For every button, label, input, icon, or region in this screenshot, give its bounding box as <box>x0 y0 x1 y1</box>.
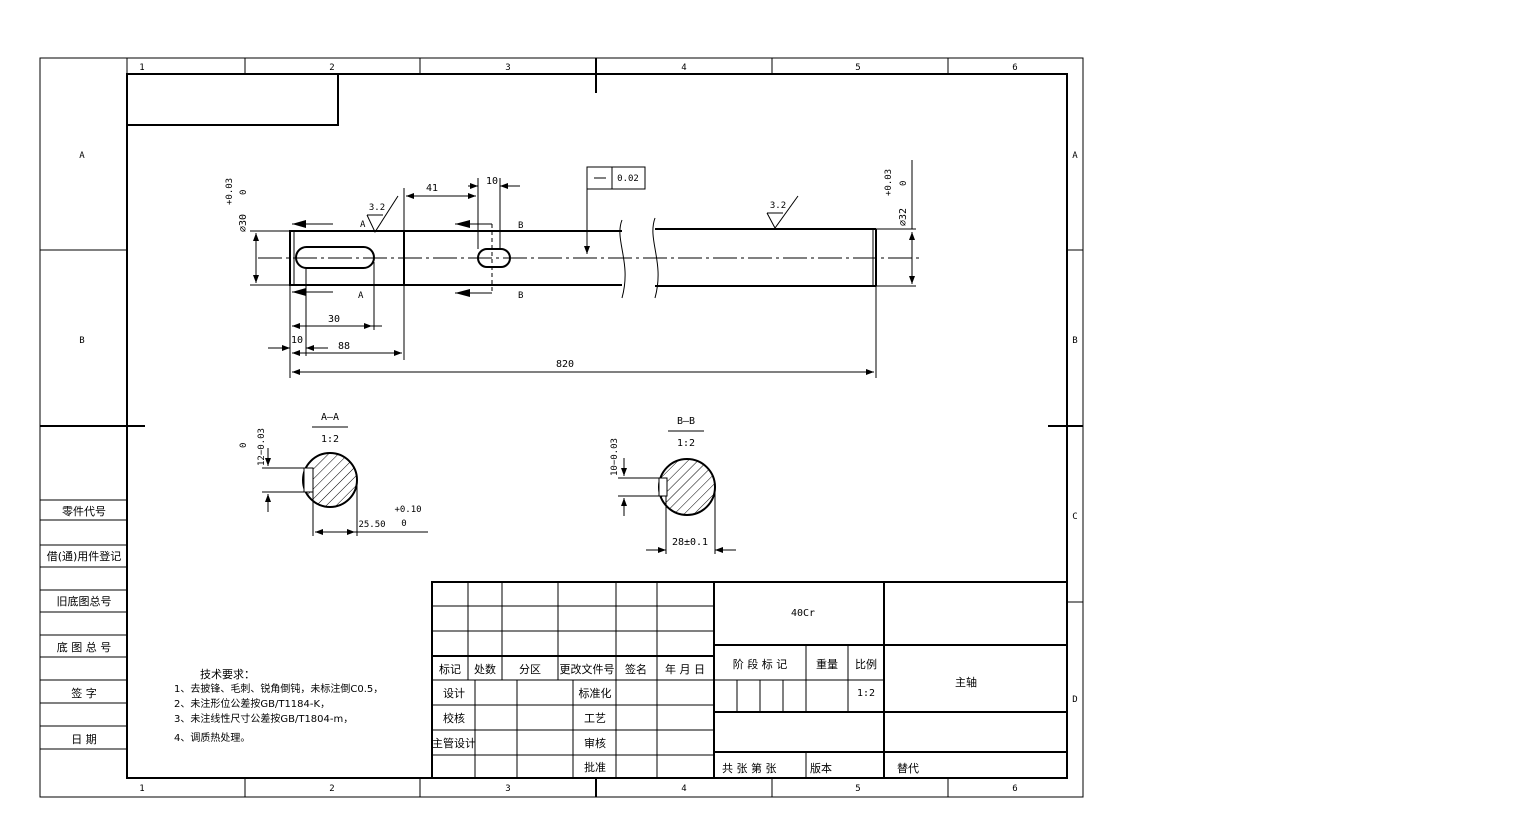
section-bb-scale: 1:2 <box>677 438 695 449</box>
tb-mark: 标记 <box>439 662 461 676</box>
tb-count: 处数 <box>474 663 496 676</box>
section-b-b: B—B 1:2 10−0.03 28±0.1 <box>610 416 736 554</box>
tech-item-4: 4、调质热处理。 <box>174 731 250 744</box>
dim-dia32-label: ∅32 <box>898 208 909 226</box>
tb-chief: 主管设计 <box>432 736 476 750</box>
flatness-value: 0.02 <box>617 174 639 184</box>
dim-dia32-tol-lower: 0 <box>899 181 909 186</box>
title-block: 标记 处数 分区 更改文件号 签名 年 月 日 设计 标准化 校核 工艺 主管设… <box>431 581 1068 779</box>
tb-scale: 1:2 <box>857 688 875 699</box>
strip-signature: 签 字 <box>71 686 97 700</box>
cut-b-top: B <box>518 221 523 231</box>
section-aa-width-upper: 0 <box>239 443 249 448</box>
tb-part-name: 主轴 <box>955 675 977 689</box>
tb-date: 年 月 日 <box>665 662 705 676</box>
section-aa-depth-lower: 0 <box>401 519 406 529</box>
col-label: 3 <box>505 63 510 73</box>
dim-30: 30 <box>328 314 340 325</box>
tech-item-1: 1、去披锋、毛刺、锐角倒钝，未标注倒C0.5， <box>174 682 383 695</box>
roughness-1: 3.2 <box>369 203 385 213</box>
tb-design: 设计 <box>443 687 465 700</box>
dim-820: 820 <box>556 359 574 370</box>
tb-review: 审核 <box>584 736 606 750</box>
tb-weight: 重量 <box>816 657 838 671</box>
tb-material: 40Cr <box>791 608 815 619</box>
row-label: A <box>1072 151 1078 161</box>
row-label: B <box>79 336 84 346</box>
strip-borrowed-parts: 借(通)用件登记 <box>47 549 122 563</box>
dim-dia30-tol-upper: +0.03 <box>225 178 235 205</box>
strip-old-base-no: 旧底图总号 <box>57 594 112 608</box>
shaft-main-view: ∅30 +0.03 0 ∅32 +0.03 0 41 10 <box>225 160 920 378</box>
section-aa-scale: 1:2 <box>321 434 339 445</box>
col-label: 2 <box>329 63 334 73</box>
tb-check: 校核 <box>443 711 465 725</box>
tb-sign: 签名 <box>625 662 647 676</box>
dim-dia30-label: ∅30 <box>238 214 249 232</box>
row-label: C <box>1072 512 1077 522</box>
dim-10-top: 10 <box>486 176 498 187</box>
row-label: B <box>1072 336 1077 346</box>
col-label: 4 <box>681 63 686 73</box>
col-label: 6 <box>1012 784 1017 794</box>
left-registration-strip: 零件代号 借(通)用件登记 旧底图总号 底 图 总 号 签 字 日 期 <box>40 499 127 750</box>
dim-10: 10 <box>291 335 303 346</box>
col-label: 5 <box>855 63 860 73</box>
strip-part-code: 零件代号 <box>62 505 106 518</box>
dim-dia30-tol-lower: 0 <box>239 190 249 195</box>
tb-version: 版本 <box>810 761 832 775</box>
col-label: 3 <box>505 784 510 794</box>
col-label: 5 <box>855 784 860 794</box>
section-a-a: A—A 1:2 12−0.03 0 25.50 +0.10 0 <box>239 412 428 536</box>
tech-title: 技术要求： <box>200 668 255 681</box>
strip-base-no: 底 图 总 号 <box>57 640 112 654</box>
tb-scale-label: 比例 <box>855 657 877 671</box>
tb-standardize: 标准化 <box>579 686 612 700</box>
zone-labels: 1 2 3 4 5 6 1 2 3 4 5 6 A B A B C D <box>79 63 1078 794</box>
col-label: 6 <box>1012 63 1017 73</box>
section-aa-depth-upper: +0.10 <box>394 505 421 515</box>
section-aa-title: A—A <box>321 412 339 423</box>
row-label: A <box>79 151 85 161</box>
tb-approve: 批准 <box>584 760 606 774</box>
section-bb-title: B—B <box>677 416 695 427</box>
cut-b-bottom: B <box>518 291 523 301</box>
section-bb-depth: 28±0.1 <box>672 537 708 548</box>
dim-dia32-tol-upper: +0.03 <box>884 169 894 196</box>
section-bb-width: 10−0.03 <box>610 438 620 476</box>
tech-item-3: 3、未注线性尺寸公差按GB/T1804-m， <box>174 712 353 725</box>
dim-41: 41 <box>426 183 438 194</box>
col-label: 4 <box>681 784 686 794</box>
row-label: D <box>1072 695 1077 705</box>
technical-requirements: 技术要求： 1、去披锋、毛刺、锐角倒钝，未标注倒C0.5， 2、未注形位公差按G… <box>174 668 383 744</box>
dim-88: 88 <box>338 341 350 352</box>
tb-stage: 阶 段 标 记 <box>733 657 788 671</box>
cut-a-top: A <box>360 220 366 230</box>
col-label: 1 <box>139 63 144 73</box>
roughness-2: 3.2 <box>770 201 786 211</box>
tb-sheets: 共 张 第 张 <box>722 761 777 775</box>
cut-a-bottom: A <box>358 291 364 301</box>
tb-process: 工艺 <box>584 712 606 725</box>
strip-date: 日 期 <box>71 733 97 746</box>
col-label: 2 <box>329 784 334 794</box>
tb-docno: 更改文件号 <box>560 662 615 676</box>
tb-replace: 替代 <box>897 761 919 775</box>
tb-zone: 分区 <box>519 663 541 676</box>
col-label: 1 <box>139 784 144 794</box>
section-aa-depth: 25.50 <box>358 520 385 530</box>
tech-item-2: 2、未注形位公差按GB/T1184-K， <box>174 697 330 710</box>
section-aa-width: 12−0.03 <box>257 428 267 466</box>
